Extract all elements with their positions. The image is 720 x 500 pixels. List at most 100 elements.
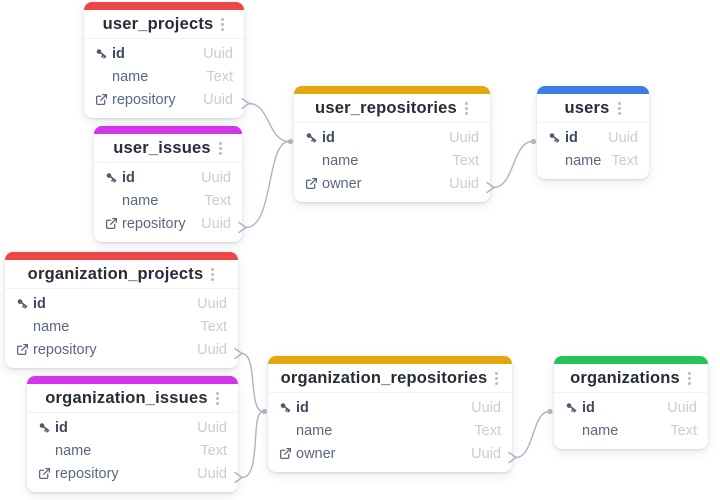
table-organization_projects[interactable]: organization_projects id Uuid name Text … — [5, 252, 238, 368]
field-row[interactable]: name Text — [548, 149, 638, 172]
field-row[interactable]: name Text — [95, 65, 233, 88]
field-name: name — [322, 152, 359, 169]
table-header[interactable]: organization_projects — [5, 260, 238, 289]
field-name: id — [33, 295, 46, 312]
foreign-key-icon — [16, 343, 33, 356]
relation-user_repositories-users — [486, 140, 533, 194]
field-type: Text — [452, 152, 479, 169]
field-row[interactable]: repository Uuid — [38, 462, 227, 485]
field-row[interactable]: owner Uuid — [279, 442, 501, 465]
table-header[interactable]: user_repositories — [294, 94, 490, 123]
field-row[interactable]: repository Uuid — [16, 338, 227, 361]
field-name: repository — [55, 465, 119, 482]
field-row[interactable]: id Uuid — [105, 166, 231, 189]
kebab-menu-icon[interactable] — [218, 140, 223, 157]
field-type: Text — [200, 442, 227, 459]
relation-organization_repositories-organizations — [508, 410, 550, 464]
field-type: Uuid — [203, 45, 233, 62]
table-header[interactable]: organization_issues — [27, 384, 238, 413]
kebab-menu-icon[interactable] — [494, 370, 499, 387]
table-organization_issues[interactable]: organization_issues id Uuid name Text re… — [27, 376, 238, 492]
field-row[interactable]: name Text — [305, 149, 479, 172]
field-type: Uuid — [203, 91, 233, 108]
kebab-menu-icon[interactable] — [687, 370, 692, 387]
field-type: Text — [200, 318, 227, 335]
table-accent-bar — [94, 126, 242, 134]
primary-key-icon — [38, 421, 55, 434]
kebab-menu-icon[interactable] — [220, 16, 225, 33]
field-name: repository — [112, 91, 176, 108]
field-row[interactable]: id Uuid — [279, 396, 501, 419]
field-type: Uuid — [608, 129, 638, 146]
field-row[interactable]: repository Uuid — [95, 88, 233, 111]
field-type: Uuid — [197, 295, 227, 312]
table-accent-bar — [554, 356, 708, 364]
table-title: user_repositories — [315, 99, 457, 117]
primary-key-icon — [565, 401, 582, 414]
relation-target-dot — [287, 138, 294, 145]
field-name: id — [582, 399, 595, 416]
field-name: owner — [322, 175, 362, 192]
relation-organization_projects-organization_repositories — [234, 347, 264, 413]
field-row[interactable]: id Uuid — [16, 292, 227, 315]
kebab-menu-icon[interactable] — [464, 100, 469, 117]
field-type: Text — [206, 68, 233, 85]
foreign-key-icon — [305, 177, 322, 190]
table-organization_repositories[interactable]: organization_repositories id Uuid name T… — [268, 356, 512, 472]
table-header[interactable]: user_projects — [84, 10, 244, 39]
table-accent-bar — [5, 252, 238, 260]
field-row[interactable]: id Uuid — [95, 42, 233, 65]
field-name: id — [112, 45, 125, 62]
kebab-menu-icon[interactable] — [215, 390, 220, 407]
foreign-key-icon — [279, 447, 296, 460]
table-organizations[interactable]: organizations id Uuid name Text — [554, 356, 708, 449]
primary-key-icon — [105, 171, 122, 184]
table-user_projects[interactable]: user_projects id Uuid name Text reposito… — [84, 2, 244, 118]
table-title: users — [564, 99, 610, 117]
primary-key-icon — [305, 131, 322, 144]
field-name: name — [565, 152, 602, 169]
field-row[interactable]: name Text — [38, 439, 227, 462]
table-accent-bar — [268, 356, 512, 364]
table-accent-bar — [537, 86, 649, 94]
field-name: id — [122, 169, 135, 186]
kebab-menu-icon[interactable] — [210, 266, 215, 283]
foreign-key-icon — [105, 217, 122, 230]
table-header[interactable]: users — [537, 94, 649, 123]
field-type: Uuid — [201, 169, 231, 186]
table-title: organization_repositories — [280, 369, 488, 387]
kebab-menu-icon[interactable] — [617, 100, 622, 117]
field-type: Uuid — [667, 399, 697, 416]
field-row[interactable]: id Uuid — [305, 126, 479, 149]
table-header[interactable]: organizations — [554, 364, 708, 393]
field-name: name — [122, 192, 159, 209]
field-row[interactable]: owner Uuid — [305, 172, 479, 195]
field-name: owner — [296, 445, 336, 462]
table-user_repositories[interactable]: user_repositories id Uuid name Text owne… — [294, 86, 490, 202]
table-users[interactable]: users id Uuid name Text — [537, 86, 649, 179]
field-name: name — [55, 442, 92, 459]
field-row[interactable]: name Text — [16, 315, 227, 338]
field-name: name — [112, 68, 149, 85]
field-row[interactable]: name Text — [565, 419, 697, 442]
table-header[interactable]: user_issues — [94, 134, 242, 163]
relation-organization_issues-organization_repositories — [234, 410, 264, 484]
field-row[interactable]: id Uuid — [548, 126, 638, 149]
table-title: user_issues — [113, 139, 211, 157]
primary-key-icon — [16, 297, 33, 310]
field-row[interactable]: id Uuid — [565, 396, 697, 419]
table-header[interactable]: organization_repositories — [268, 364, 512, 393]
field-row[interactable]: repository Uuid — [105, 212, 231, 235]
field-type: Uuid — [201, 215, 231, 232]
field-type: Uuid — [449, 129, 479, 146]
field-row[interactable]: id Uuid — [38, 416, 227, 439]
field-row[interactable]: name Text — [279, 419, 501, 442]
table-title: organization_issues — [45, 389, 208, 407]
table-user_issues[interactable]: user_issues id Uuid name Text repository… — [94, 126, 242, 242]
field-name: name — [33, 318, 70, 335]
field-name: name — [296, 422, 333, 439]
field-type: Uuid — [197, 465, 227, 482]
field-row[interactable]: name Text — [105, 189, 231, 212]
field-type: Uuid — [471, 445, 501, 462]
